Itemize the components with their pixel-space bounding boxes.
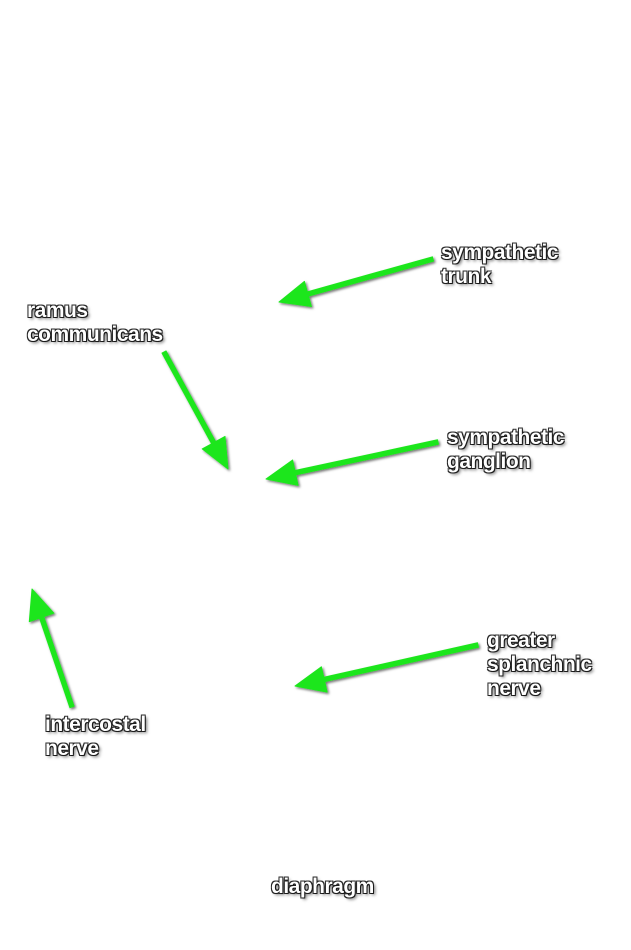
arrow-sympathetic-trunk [278,256,435,307]
label-line: ramus [27,299,88,322]
label-diaphragm: diaphragm [271,875,374,899]
label-greater-splanchnic-nerve: greater splanchnic nerve [487,629,592,701]
label-intercostal-nerve: intercostal nerve [45,713,146,761]
arrow-ramus-communicans [161,350,229,470]
label-line: nerve [45,737,99,760]
label-line: nerve [487,677,541,700]
label-line: diaphragm [271,875,374,898]
label-line: splanchnic [487,653,592,676]
label-line: sympathetic [441,241,559,264]
label-sympathetic-ganglion: sympathetic ganglion [447,426,565,474]
label-sympathetic-trunk: sympathetic trunk [441,241,559,289]
label-line: communicans [27,323,163,346]
arrow-greater-splanchnic-nerve [294,642,479,693]
label-line: trunk [441,265,492,288]
label-ramus-communicans: ramus communicans [27,299,163,347]
label-line: sympathetic [447,426,565,449]
label-line: intercostal [45,713,146,736]
label-line: greater [487,629,555,652]
arrow-sympathetic-ganglion [265,439,439,486]
label-line: ganglion [447,450,531,473]
arrow-intercostal-nerve [28,588,75,709]
